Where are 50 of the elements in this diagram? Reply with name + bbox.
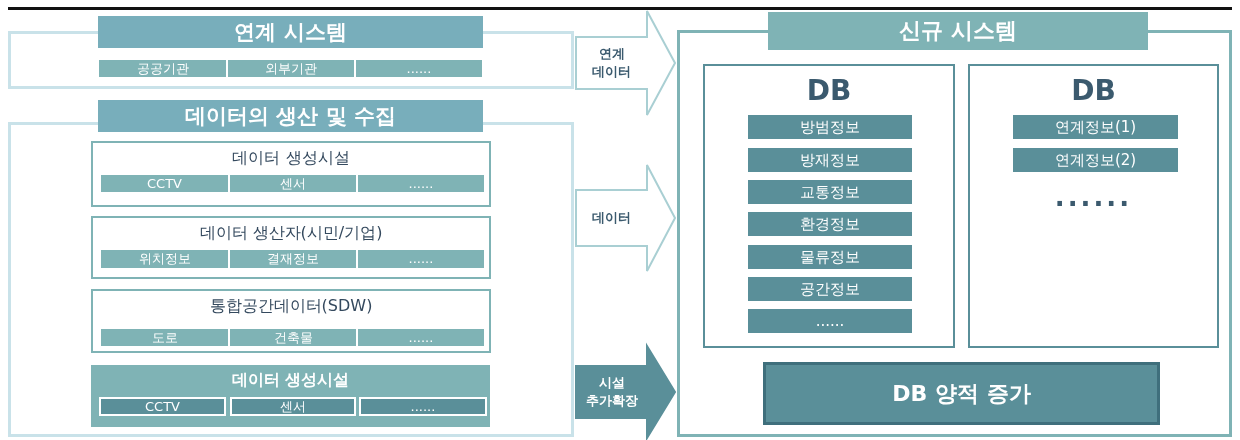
source-box <box>91 216 491 279</box>
db-item: ...... <box>748 309 912 333</box>
db-box <box>968 64 1219 348</box>
category-tag: ...... <box>358 329 484 346</box>
block-arrow <box>575 10 677 116</box>
db-item: 공간정보 <box>748 277 912 301</box>
category-tag: 외부기관 <box>228 60 354 77</box>
ellipsis: ...... <box>1053 184 1134 210</box>
edge-label: 연계 데이터 <box>591 45 632 81</box>
db-item: 교통정보 <box>748 180 912 204</box>
source-box <box>91 289 491 353</box>
box-title: 데이터 생성시설 <box>231 148 351 169</box>
db-item: 방범정보 <box>748 115 912 139</box>
db-item: 환경정보 <box>748 212 912 236</box>
category-tag: 건축물 <box>230 329 356 346</box>
panel-heading: 신규 시스템 <box>768 12 1148 50</box>
db-item: 물류정보 <box>748 245 912 269</box>
panel <box>8 16 574 89</box>
db-item: 연계정보(2) <box>1013 148 1178 172</box>
category-tag: 도로 <box>101 329 228 346</box>
source-box <box>91 365 490 427</box>
source-box <box>91 141 491 207</box>
box-title: 데이터 생산자(시민/기업) <box>198 223 384 244</box>
category-tag: 센서 <box>230 397 356 416</box>
db-heading: DB <box>805 74 853 107</box>
db-item: 방재정보 <box>748 148 912 172</box>
db-item: 연계정보(1) <box>1013 115 1178 139</box>
panel-heading: 연계 시스템 <box>98 16 483 48</box>
box-title: 데이터 생성시설 <box>230 370 351 391</box>
panel <box>677 12 1232 437</box>
db-box <box>703 64 955 348</box>
category-tag: CCTV <box>101 175 228 192</box>
category-tag: 센서 <box>230 175 356 192</box>
block-arrow <box>575 164 677 272</box>
category-tag: ...... <box>359 397 487 416</box>
edge-label: 데이터 <box>591 209 632 227</box>
edge-label: 시설 추가확장 <box>584 374 639 410</box>
block-arrow <box>575 342 677 440</box>
category-tag: CCTV <box>99 397 226 416</box>
category-tag: ...... <box>356 60 482 77</box>
category-tag: 공공기관 <box>99 60 226 77</box>
category-tag: ...... <box>358 175 484 192</box>
category-tag: 결재정보 <box>230 250 356 268</box>
category-tag: ...... <box>358 250 484 268</box>
panel <box>8 100 574 437</box>
db-heading: DB <box>1070 74 1117 107</box>
panel-heading: 데이터의 생산 및 수집 <box>98 100 483 132</box>
category-tag: 위치정보 <box>101 250 228 268</box>
box-title: 통합공간데이터(SDW) <box>208 296 374 317</box>
result-box: DB 양적 증가 <box>763 362 1160 425</box>
